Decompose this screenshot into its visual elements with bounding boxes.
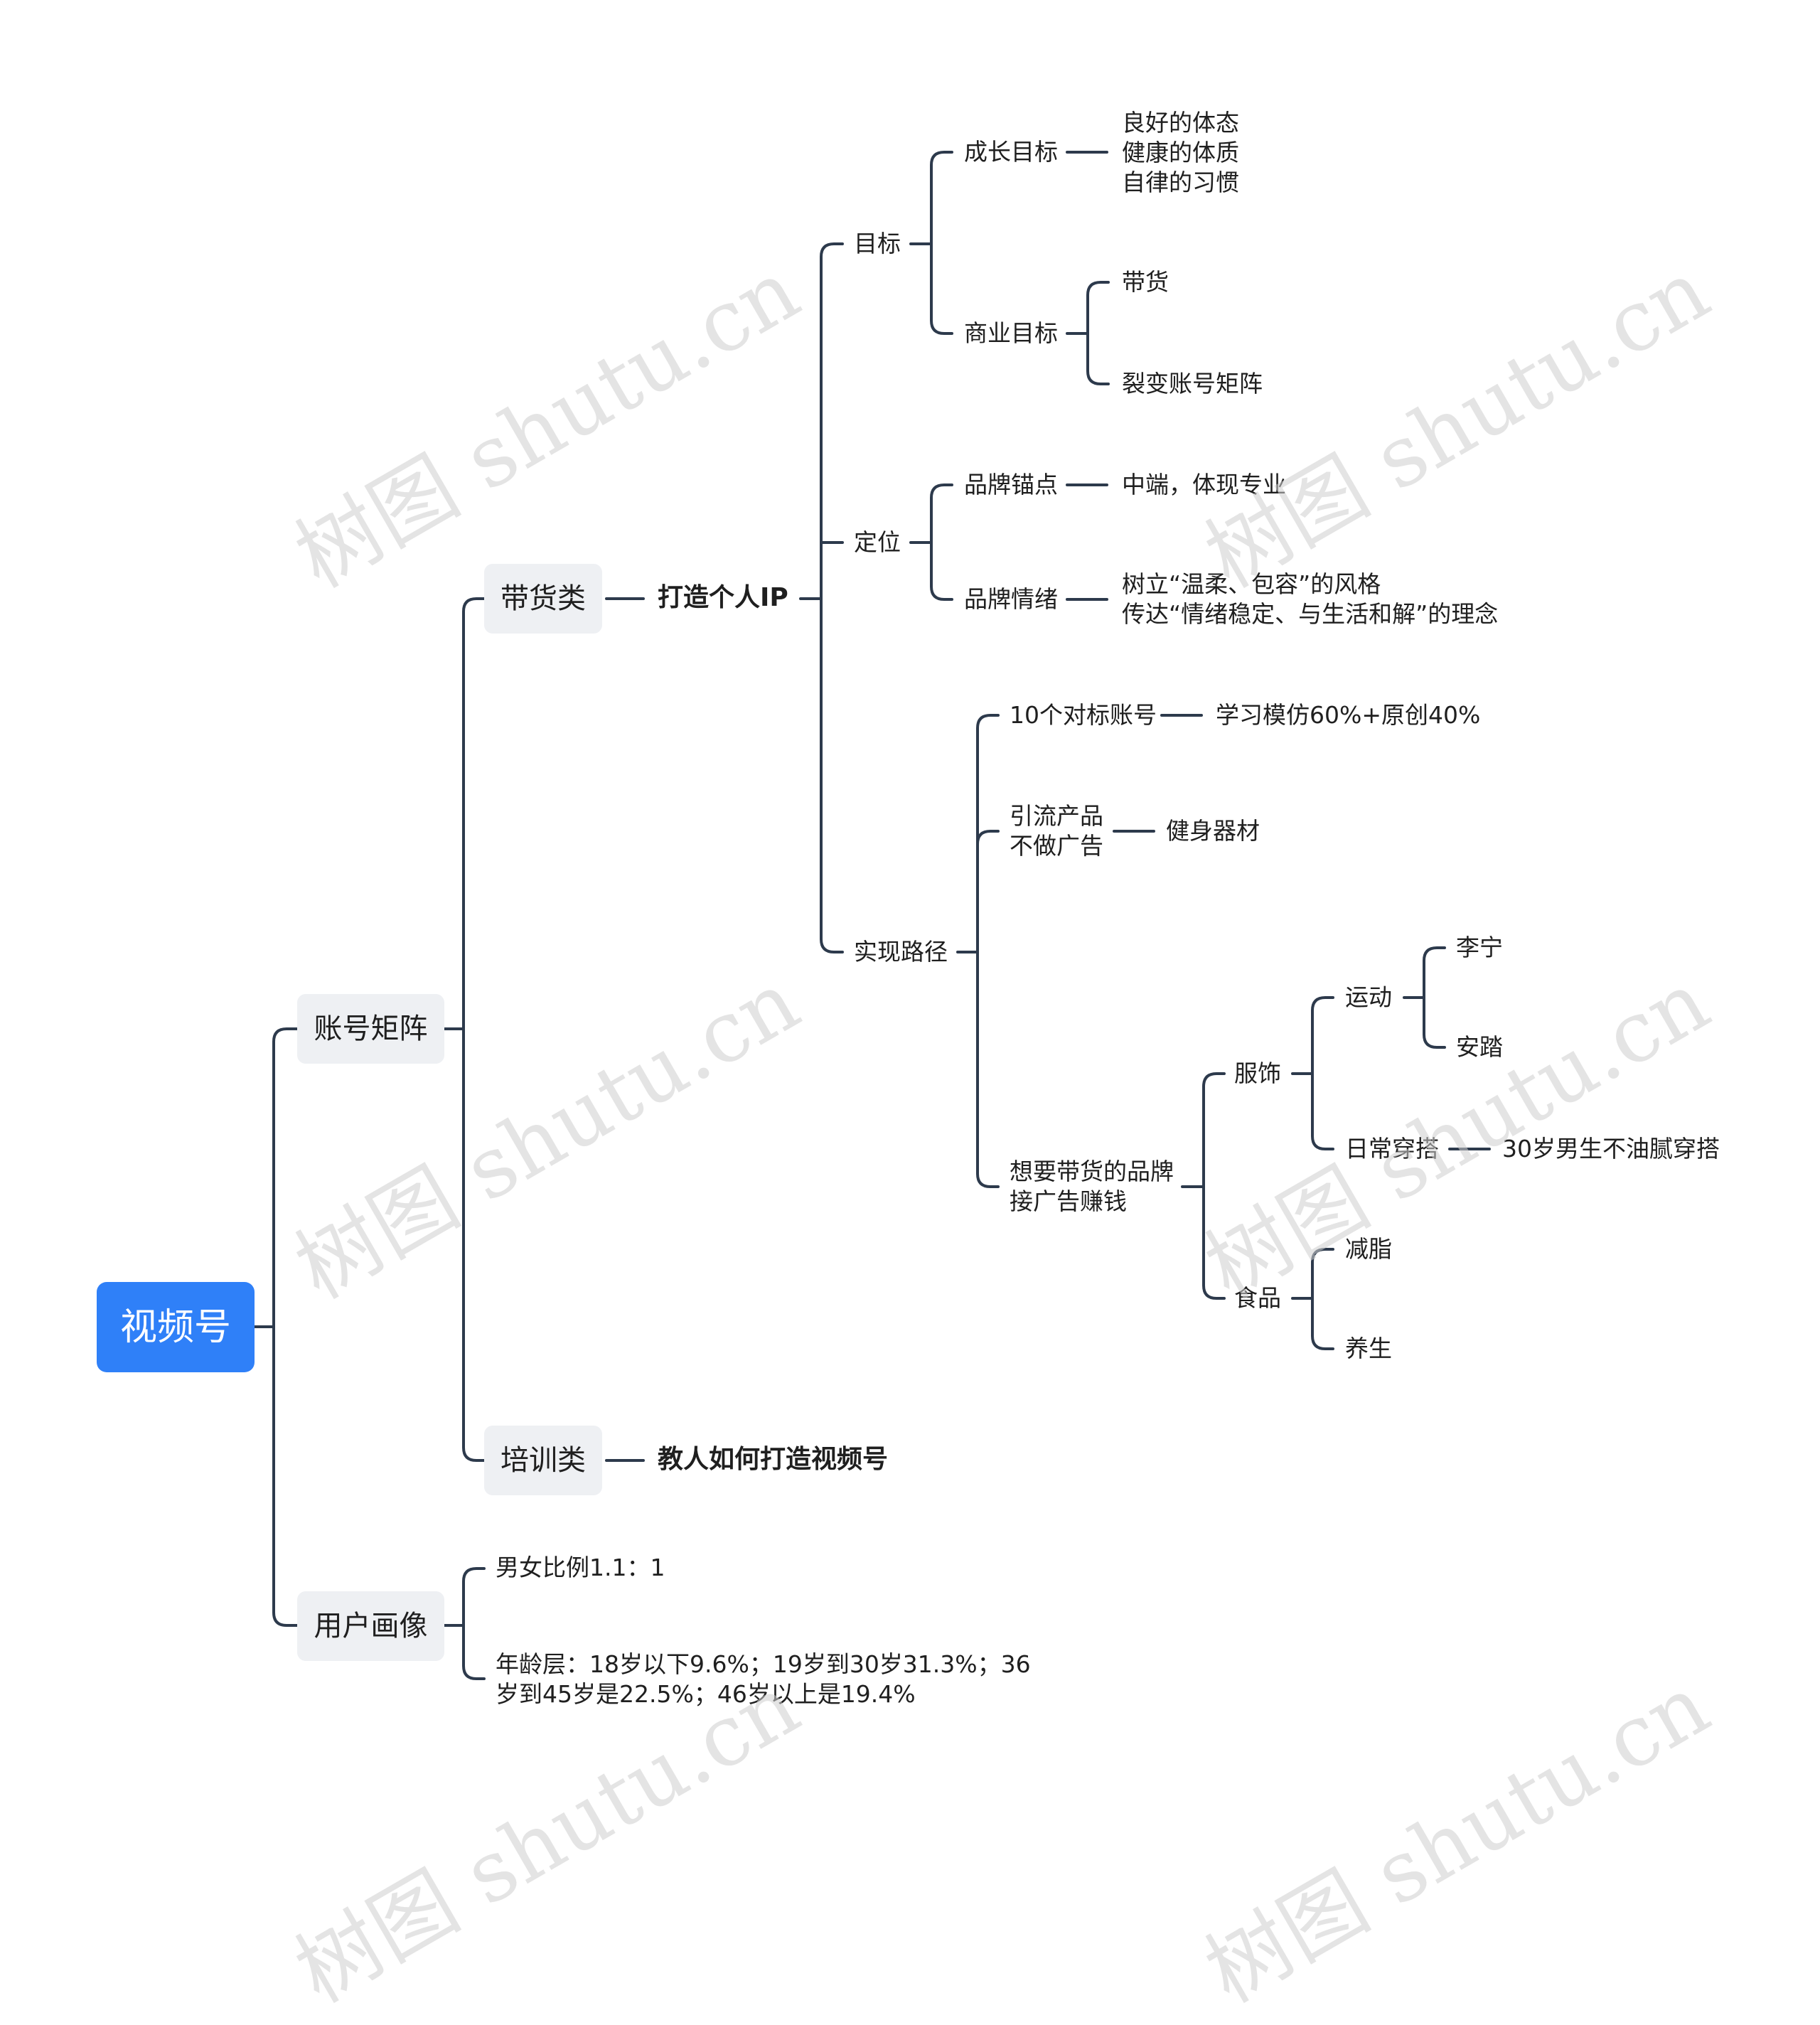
brand-anchor-value[interactable]: 中端，体现专业 xyxy=(1122,471,1286,498)
brand-anchor-node[interactable]: 品牌锚点 xyxy=(964,471,1058,498)
personal-ip-node[interactable]: 打造个人IP xyxy=(658,583,788,612)
food-item-fatloss[interactable]: 减脂 xyxy=(1345,1235,1392,1263)
traffic-line: 不做广告 xyxy=(1010,832,1103,860)
traffic-product-value[interactable]: 健身器材 xyxy=(1166,817,1260,845)
sport-item-anta[interactable]: 安踏 xyxy=(1456,1033,1503,1061)
emotion-line: 传达“情绪稳定、与生活和解”的理念 xyxy=(1122,600,1499,629)
gender-ratio-text[interactable]: 男女比例1.1：1 xyxy=(496,1554,665,1581)
growth-goal-items[interactable]: 良好的体态 健康的体质 自律的习惯 xyxy=(1122,108,1239,198)
account-matrix-node[interactable]: 账号矩阵 xyxy=(297,994,444,1064)
root-node[interactable]: 视频号 xyxy=(97,1282,255,1372)
growth-goal-node[interactable]: 成长目标 xyxy=(964,138,1058,166)
daily-wear-value[interactable]: 30岁男生不油腻穿搭 xyxy=(1502,1135,1720,1163)
apparel-node[interactable]: 服饰 xyxy=(1234,1059,1281,1087)
brand-ads-node[interactable]: 想要带货的品牌 接广告赚钱 xyxy=(1010,1157,1174,1217)
brand-emotion-value[interactable]: 树立“温柔、包容”的风格 传达“情绪稳定、与生活和解”的理念 xyxy=(1122,570,1498,629)
daily-wear-node[interactable]: 日常穿搭 xyxy=(1345,1135,1439,1163)
training-node[interactable]: 培训类 xyxy=(484,1426,602,1495)
food-node[interactable]: 食品 xyxy=(1234,1284,1281,1312)
business-item-matrix[interactable]: 裂变账号矩阵 xyxy=(1122,370,1263,397)
sales-node[interactable]: 带货类 xyxy=(484,564,602,634)
age-line-2: 岁到45岁是22.5%；46岁以上是19.4% xyxy=(496,1680,916,1709)
benchmark-value[interactable]: 学习模仿60%+原创40% xyxy=(1216,701,1481,729)
connector-lines xyxy=(253,151,1491,1680)
training-value-node[interactable]: 教人如何打造视频号 xyxy=(658,1445,889,1474)
positioning-node[interactable]: 定位 xyxy=(854,528,901,556)
goal-node[interactable]: 目标 xyxy=(854,230,901,257)
growth-item: 良好的体态 xyxy=(1122,109,1239,137)
food-item-health[interactable]: 养生 xyxy=(1345,1335,1392,1362)
sport-item-lining[interactable]: 李宁 xyxy=(1456,934,1503,961)
traffic-product-node[interactable]: 引流产品 不做广告 xyxy=(1010,801,1103,861)
growth-item: 健康的体质 xyxy=(1122,139,1239,167)
emotion-line: 树立“温柔、包容”的风格 xyxy=(1122,570,1381,598)
traffic-line: 引流产品 xyxy=(1010,802,1103,830)
age-line-1: 年龄层：18岁以下9.6%；19岁到30岁31.3%；36 xyxy=(496,1650,1031,1678)
brand-ads-line: 想要带货的品牌 xyxy=(1010,1158,1174,1185)
path-node[interactable]: 实现路径 xyxy=(854,938,948,966)
user-profile-node[interactable]: 用户画像 xyxy=(297,1591,444,1661)
brand-ads-line: 接广告赚钱 xyxy=(1010,1187,1127,1216)
business-goal-node[interactable]: 商业目标 xyxy=(964,319,1058,347)
benchmark-node[interactable]: 10个对标账号 xyxy=(1010,701,1157,729)
sport-node[interactable]: 运动 xyxy=(1345,983,1392,1011)
brand-emotion-node[interactable]: 品牌情绪 xyxy=(964,585,1058,613)
age-distribution-text[interactable]: 年龄层：18岁以下9.6%；19岁到30岁31.3%；36 岁到45岁是22.5… xyxy=(496,1650,1031,1709)
growth-item: 自律的习惯 xyxy=(1122,169,1239,197)
business-item-sales[interactable]: 带货 xyxy=(1122,268,1169,296)
